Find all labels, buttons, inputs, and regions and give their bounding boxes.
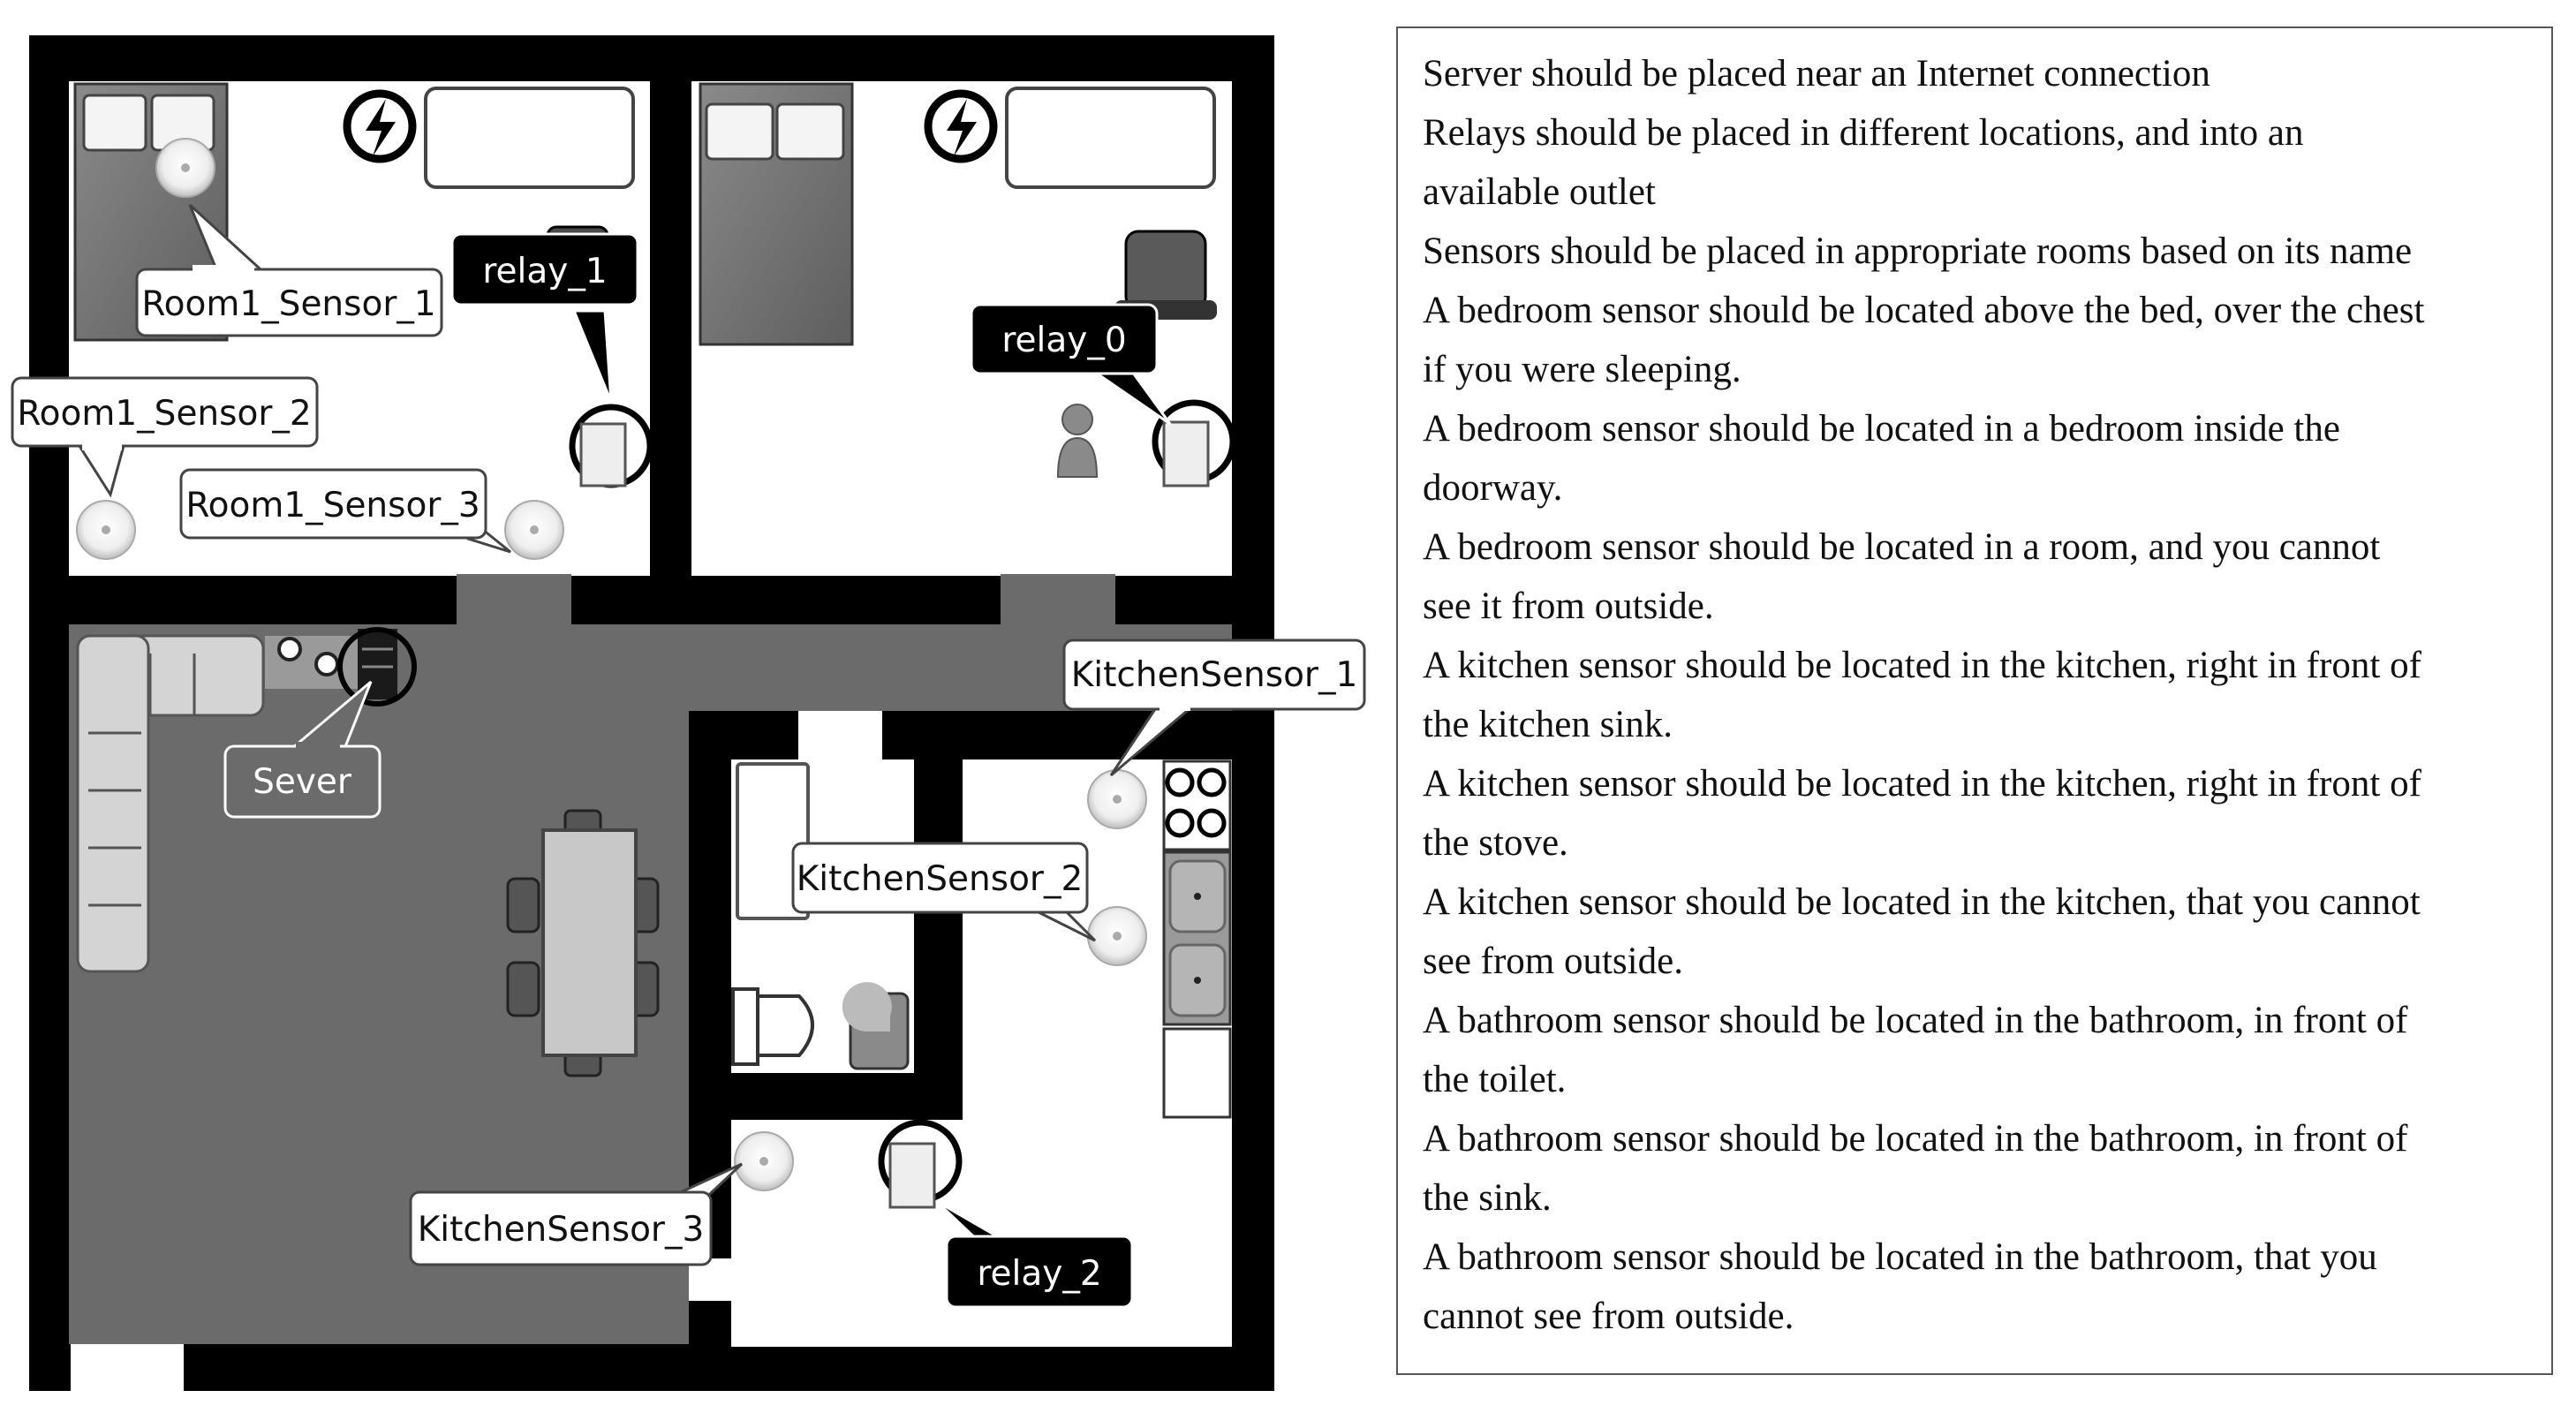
- outlet-bolt-icon: [924, 89, 998, 163]
- rule-line: Relays should be placed in different loc…: [1423, 112, 2304, 154]
- rule-line: doorway.: [1423, 467, 1563, 509]
- rule-line: A bathroom sensor should be located in t…: [1423, 1000, 2408, 1041]
- label-relay-2: relay_2: [977, 1254, 1101, 1294]
- sink-icon: [1162, 850, 1232, 1026]
- rule-line: A kitchen sensor should be located in th…: [1423, 645, 2421, 686]
- sensor-icon: [734, 1131, 794, 1191]
- bed-icon: [699, 82, 854, 346]
- label-kitchen-sensor-3: KitchenSensor_3: [418, 1210, 705, 1250]
- callout-relay-0: relay_0: [970, 303, 1172, 426]
- callout-kitchen-sensor-2: KitchenSensor_2: [791, 842, 1097, 942]
- rule-line: the stove.: [1423, 822, 1568, 864]
- callout-room1-sensor-3: Room1_Sensor_3: [179, 468, 511, 554]
- label-kitchen-sensor-2: KitchenSensor_2: [797, 859, 1084, 899]
- rule-line: Sensors should be placed in appropriate …: [1423, 230, 2413, 272]
- dresser-icon: [424, 87, 635, 189]
- rule-line: cannot see from outside.: [1423, 1296, 1794, 1337]
- sensor-icon: [155, 138, 215, 198]
- callout-kitchen-sensor-1: KitchenSensor_1: [1062, 638, 1366, 777]
- label-relay-0: relay_0: [1001, 321, 1126, 360]
- person-icon: [1056, 404, 1099, 478]
- fridge-icon: [1162, 1027, 1232, 1119]
- dining-table-icon: [506, 809, 660, 1077]
- sensor-icon: [76, 500, 136, 560]
- rule-line: if you were sleeping.: [1423, 349, 1741, 390]
- rule-line: the sink.: [1423, 1177, 1552, 1219]
- rule-line: A bedroom sensor should be located in a …: [1423, 526, 2381, 568]
- callout-server: Sever: [223, 680, 381, 819]
- rule-line: A kitchen sensor should be located in th…: [1423, 763, 2421, 805]
- callout-relay-2: relay_2: [934, 1199, 1134, 1309]
- label-room1-sensor-2: Room1_Sensor_2: [17, 394, 311, 434]
- bedroom-2-doorway: [1001, 574, 1115, 627]
- sofa-icon: [76, 634, 265, 973]
- callout-relay-1: relay_1: [450, 232, 639, 403]
- outlet-bolt-icon: [343, 89, 417, 163]
- stove-icon: [1162, 759, 1232, 851]
- rule-line: the kitchen sink.: [1423, 704, 1673, 745]
- relay-plug-icon: [878, 1119, 963, 1209]
- label-room1-sensor-1: Room1_Sensor_1: [141, 284, 435, 324]
- sensor-icon: [504, 500, 564, 560]
- speaker-icon: [277, 637, 339, 676]
- relay-plug-icon: [569, 404, 653, 488]
- rule-line: see from outside.: [1423, 941, 1683, 982]
- rule-line: Server should be placed near an Internet…: [1423, 53, 2210, 94]
- callout-room1-sensor-2: Room1_Sensor_2: [11, 376, 319, 498]
- rule-line: A kitchen sensor should be located in th…: [1423, 881, 2421, 923]
- sensor-icon: [1087, 906, 1147, 966]
- label-server: Sever: [253, 762, 352, 802]
- bathtub-icon: [736, 762, 810, 920]
- toilet-icon: [731, 987, 814, 1066]
- sensor-icon: [1087, 769, 1147, 829]
- rule-line: see it from outside.: [1423, 586, 1714, 627]
- rule-line: A bedroom sensor should be located in a …: [1423, 408, 2340, 450]
- bedroom-1-doorway: [457, 574, 571, 627]
- dresser-icon: [1005, 87, 1216, 189]
- rule-line: A bathroom sensor should be located in t…: [1423, 1118, 2408, 1160]
- floor-plan: Room1_Sensor_1 Room1_Sensor_2 Room1_Sens…: [11, 35, 1366, 1391]
- rule-line: A bathroom sensor should be located in t…: [1423, 1236, 2377, 1278]
- callout-kitchen-sensor-3: KitchenSensor_3: [409, 1162, 744, 1266]
- rule-line: A bedroom sensor should be located above…: [1423, 290, 2425, 331]
- label-kitchen-sensor-1: KitchenSensor_1: [1071, 655, 1358, 695]
- callout-room1-sensor-1: Room1_Sensor_1: [135, 203, 443, 337]
- placement-rules-panel: Server should be placed near an Internet…: [1396, 26, 2553, 1375]
- relay-plug-icon: [1152, 399, 1236, 487]
- label-relay-1: relay_1: [482, 252, 607, 291]
- rule-line: available outlet: [1423, 171, 1656, 213]
- rule-line: the toilet.: [1423, 1059, 1567, 1100]
- sink-icon: [842, 982, 910, 1070]
- label-room1-sensor-3: Room1_Sensor_3: [185, 486, 480, 525]
- rules-list: Server should be placed near an Internet…: [1423, 44, 2551, 1346]
